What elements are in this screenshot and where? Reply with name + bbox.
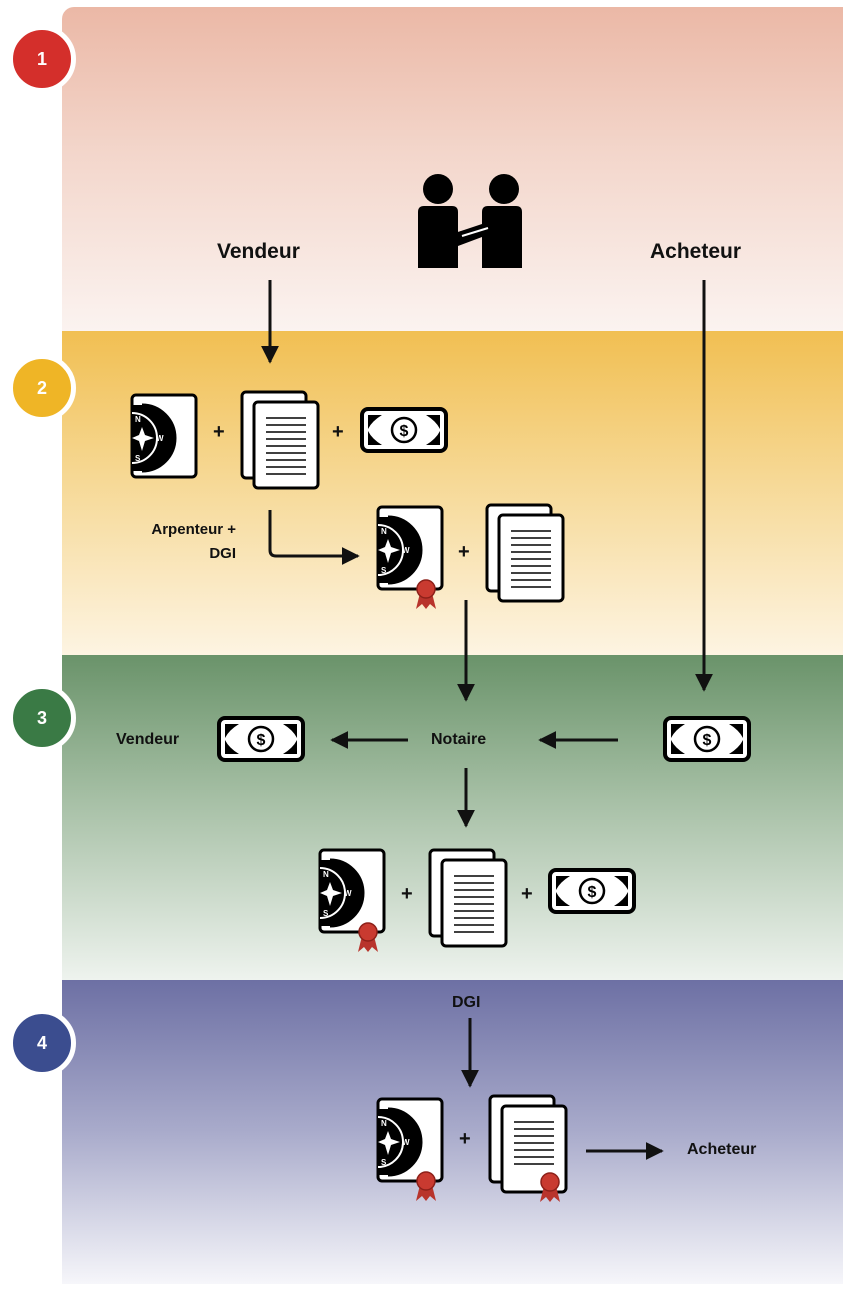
- seller-label-step1: Vendeur: [217, 240, 300, 263]
- svg-text:S: S: [381, 566, 387, 575]
- svg-text:N: N: [381, 1119, 387, 1128]
- svg-text:$: $: [257, 732, 266, 749]
- banknote-icon: $: [548, 868, 636, 919]
- buyer-label-step4: Acheteur: [687, 1141, 757, 1158]
- surveyor-label: Arpenteur +: [151, 521, 236, 538]
- svg-text:N: N: [135, 415, 141, 424]
- surveyor-dgi-label: Arpenteur + DGI: [116, 518, 236, 566]
- banknote-icon: $: [360, 407, 448, 458]
- step-2-badge: 2: [8, 354, 76, 422]
- svg-text:S: S: [323, 909, 329, 918]
- svg-text:$: $: [400, 423, 409, 440]
- document-stack-icon: [240, 390, 322, 497]
- arrow-surveyor-to-plan: [268, 510, 360, 565]
- step-1-panel: [62, 7, 843, 331]
- svg-text:N: N: [381, 527, 387, 536]
- seal-icon: [540, 1172, 560, 1202]
- certified-document-stack-icon: [488, 1094, 570, 1211]
- seal-icon: [416, 1171, 436, 1201]
- svg-text:$: $: [703, 732, 712, 749]
- seal-icon: [358, 922, 378, 952]
- step-2-panel: [62, 331, 843, 655]
- banknote-icon: $: [217, 716, 305, 767]
- plus-sign: +: [521, 883, 533, 905]
- dgi-label-step4: DGI: [452, 994, 481, 1011]
- plus-sign: +: [332, 421, 344, 443]
- document-stack-icon: [428, 848, 510, 955]
- banknote-icon: $: [663, 716, 751, 767]
- notary-label: Notaire: [431, 731, 487, 748]
- certified-compass-document-icon: N W S: [376, 1097, 446, 1208]
- svg-text:S: S: [135, 454, 141, 463]
- plus-sign: +: [458, 541, 470, 563]
- svg-text:S: S: [381, 1158, 387, 1167]
- svg-text:W: W: [156, 434, 164, 443]
- certified-compass-document-icon: N W S: [376, 505, 446, 616]
- seal-icon: [416, 579, 436, 609]
- document-stack-icon: [485, 503, 567, 610]
- compass-document-icon: N W S: [130, 393, 198, 484]
- svg-text:W: W: [344, 889, 352, 898]
- plus-sign: +: [213, 421, 225, 443]
- step-3-badge: 3: [8, 684, 76, 752]
- buyer-label-step1: Acheteur: [650, 240, 742, 263]
- step-4-badge: 4: [8, 1009, 76, 1077]
- step-4-panel: [62, 980, 843, 1284]
- dgi-label: DGI: [209, 545, 236, 562]
- svg-text:$: $: [588, 884, 597, 901]
- svg-text:N: N: [323, 870, 329, 879]
- plus-sign: +: [401, 883, 413, 905]
- plus-sign: +: [459, 1128, 471, 1150]
- step-1-badge: 1: [8, 25, 76, 93]
- svg-text:W: W: [402, 1138, 410, 1147]
- handshake-icon: [418, 174, 522, 268]
- seller-label-step3: Vendeur: [116, 731, 180, 748]
- certified-compass-document-icon: N W S: [318, 848, 388, 959]
- svg-text:W: W: [402, 546, 410, 555]
